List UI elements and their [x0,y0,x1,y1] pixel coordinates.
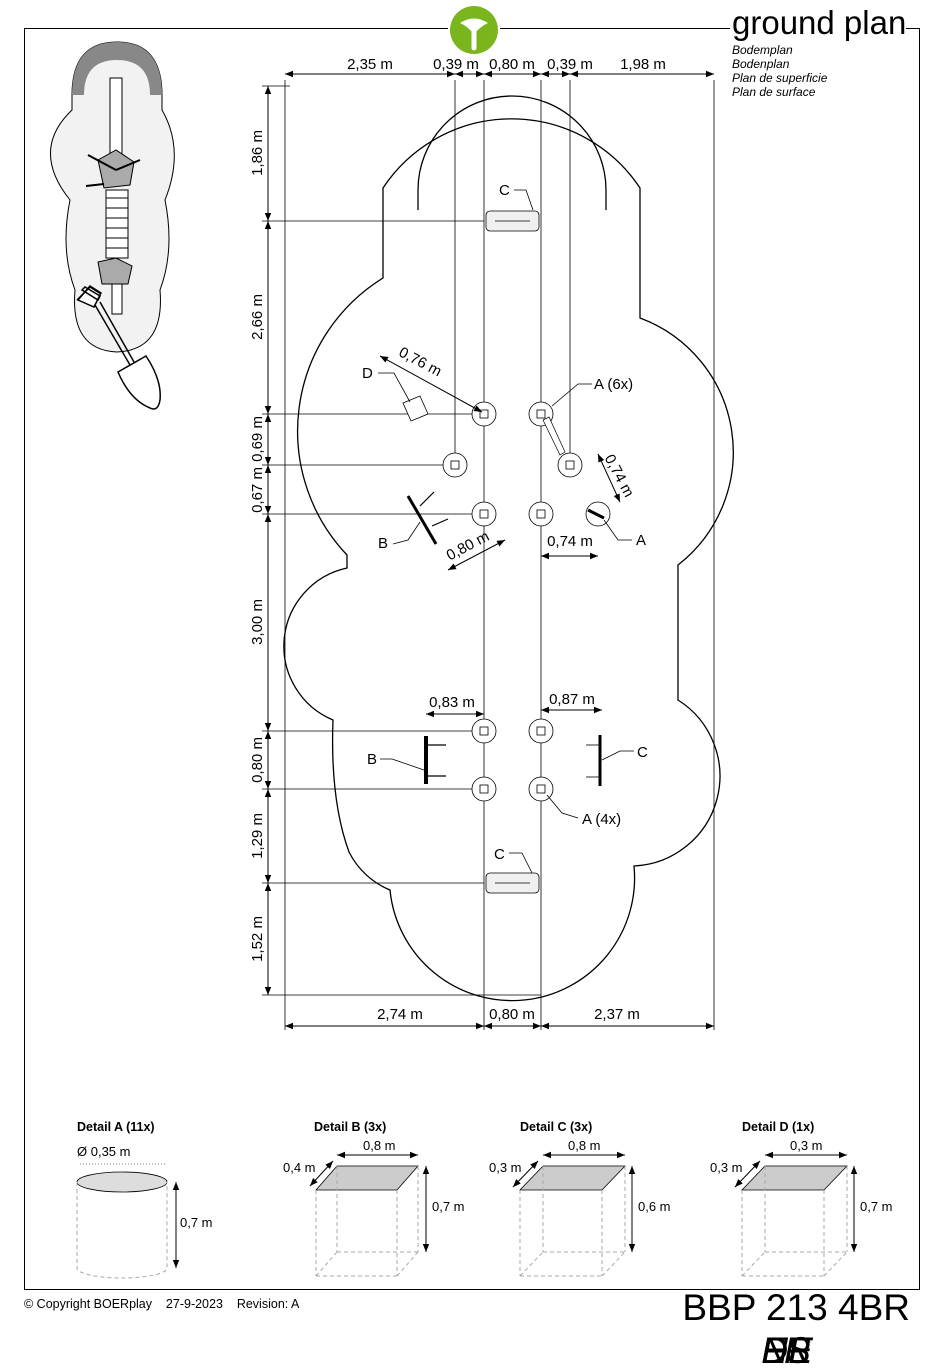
copyright-text: © Copyright BOERplay [24,1297,153,1311]
detail-d-depth: 0,3 m [710,1160,743,1175]
overview-thumbnail [50,41,175,353]
dim-left-8: 1,52 m [249,916,266,962]
frame-right [919,28,920,1290]
dim-left-4: 0,67 m [249,467,266,513]
detail-c-drawing [512,1151,636,1277]
dim-inner-074-diag: 0,74 m [601,452,638,500]
detail-c-title: Detail C (3x) [520,1120,592,1134]
label-a-4x: A (4x) [582,811,621,828]
label-c-top: C [499,182,510,199]
detail-a-title: Detail A (11x) [77,1120,155,1134]
dim-bottom-1: 2,74 m [377,1006,423,1023]
label-b-upper: B [378,535,388,552]
dim-top-2: 0,39 m [433,56,479,73]
dim-top-5: 1,98 m [620,56,666,73]
detail-b-height: 0,7 m [432,1199,465,1214]
page-title: ground plan [732,4,907,41]
detail-a-drawing [76,1163,180,1279]
dim-left-7: 1,29 m [249,813,266,859]
detail-a-height: 0,7 m [180,1215,213,1230]
foundation-b-lower [424,736,446,784]
detail-d-height: 0,7 m [860,1199,893,1214]
dim-inner-080-diag: 0,80 m [444,528,492,565]
detail-a-diameter: Ø 0,35 m [77,1144,130,1159]
dim-inner-083: 0,83 m [429,694,475,711]
dim-inner-076: 0,76 m [396,344,444,381]
label-b-lower: B [367,751,377,768]
frame-left [24,28,25,1290]
dim-left-1: 1,86 m [249,130,266,176]
detail-b-drawing [309,1151,430,1277]
dim-bottom-2: 0,80 m [489,1006,535,1023]
label-a-6x: A (6x) [594,376,633,393]
product-code: BBP 213 4BR [682,1287,910,1328]
revision-text: Revision: A [236,1297,300,1311]
dim-left-3: 0,69 m [249,416,266,462]
frame-top-left [24,28,448,29]
detail-d-drawing [734,1151,858,1277]
detail-b-depth: 0,4 m [283,1160,316,1175]
label-d: D [362,365,373,382]
safety-area-outline [283,118,734,1002]
dim-bottom-3: 2,37 m [594,1006,640,1023]
dim-left-2: 2,66 m [249,294,266,340]
foundation-b-upper [406,491,449,545]
dim-top-3: 0,80 m [489,56,535,73]
boerplay-logo-icon [450,6,498,54]
frame-top-mid [500,28,730,29]
label-a: A [636,532,646,549]
detail-c-height: 0,6 m [638,1199,671,1214]
dim-inner-087: 0,87 m [549,691,595,708]
foundations-group [442,401,611,802]
inner-slide-outline [417,95,607,210]
detail-d-title: Detail D (1x) [742,1120,814,1134]
dim-left-6: 0,80 m [249,737,266,783]
dim-top-4: 0,39 m [547,56,593,73]
frame-bottom [24,1289,920,1290]
shovel-icon [76,285,161,410]
detail-c-depth: 0,3 m [489,1160,522,1175]
shovel-handle [76,286,102,301]
dim-top-1: 2,35 m [347,56,393,73]
frame-top-right [906,28,920,29]
foundation-d [402,395,429,422]
label-c-bottom: C [494,846,505,863]
dim-inner-074: 0,74 m [547,533,593,550]
footer-copyright: © Copyright BOERplay 27-9-2023 Revision:… [24,1297,299,1311]
detail-b-title: Detail B (3x) [314,1120,386,1134]
detail-d-width: 0,3 m [790,1138,823,1153]
label-c-right: C [637,744,648,761]
detail-c-width: 0,8 m [568,1138,601,1153]
detail-b-width: 0,8 m [363,1138,396,1153]
date-text: 27-9-2023 [165,1297,223,1311]
dim-left-5: 3,00 m [249,599,266,645]
